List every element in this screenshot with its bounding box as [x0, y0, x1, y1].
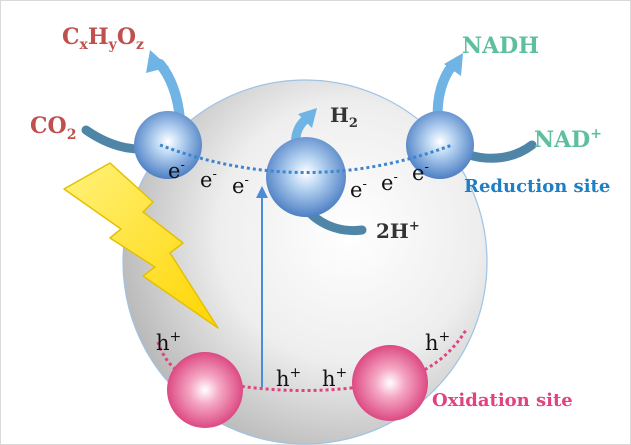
two-h-plus-label: 2H+	[376, 219, 420, 243]
hole-label: h+	[156, 329, 181, 355]
nadh-label: NADH	[462, 33, 539, 59]
product-output-arrowhead	[146, 50, 169, 73]
electron-label: e-	[232, 173, 249, 198]
electron-path	[159, 143, 453, 174]
oxidation-site-label: Oxidation site	[432, 390, 573, 411]
reduction-site-label: Reduction site	[464, 176, 610, 197]
right-oxidation-cocatalyst	[352, 345, 428, 421]
hole-label: h+	[322, 365, 347, 391]
h2-output-arrowhead	[298, 108, 317, 128]
hole-label: h+	[276, 365, 301, 391]
hole-path	[156, 329, 468, 392]
left-reduction-cocatalyst	[134, 111, 202, 179]
nad-plus-label: NAD+	[534, 126, 602, 153]
nadh-output-arrowhead	[444, 53, 463, 76]
electron-label: e-	[381, 170, 398, 195]
h2-label: H2	[330, 103, 358, 131]
electron-label: e-	[412, 160, 429, 185]
left-oxidation-cocatalyst	[167, 352, 243, 428]
electron-label: e-	[168, 158, 185, 183]
product-label: CxHyOz	[62, 24, 144, 53]
center-reduction-cocatalyst	[266, 137, 346, 217]
co2-label: CO2	[30, 113, 76, 143]
electron-label: e-	[200, 167, 217, 192]
lightning-bolt-icon	[63, 162, 219, 329]
electron-label: e-	[350, 177, 367, 202]
right-reduction-cocatalyst	[406, 111, 474, 179]
hole-label: h+	[425, 329, 450, 355]
